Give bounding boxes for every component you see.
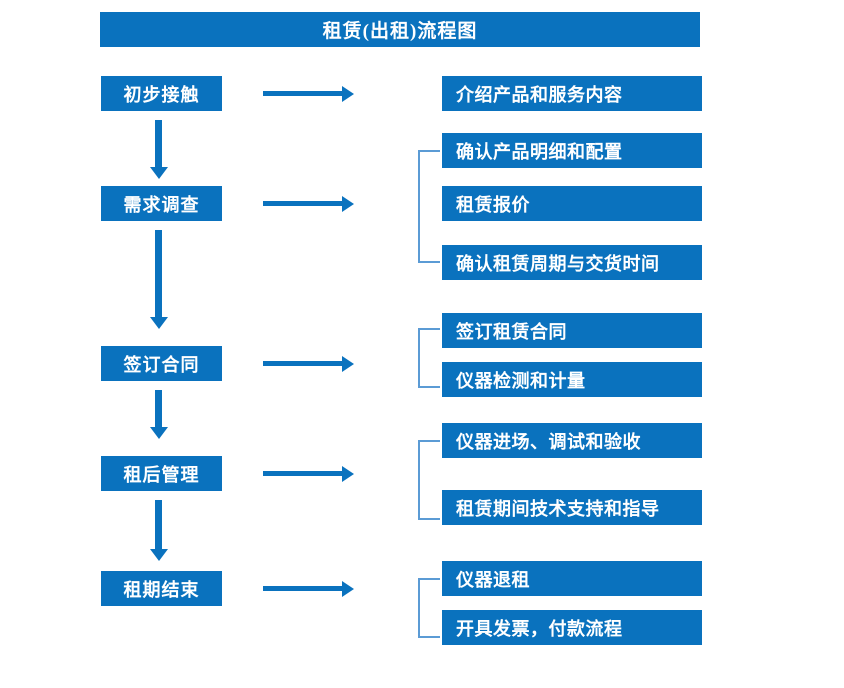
detail-node-requirement-survey-0[interactable]: 确认产品明细和配置 <box>442 133 702 168</box>
group-bracket-lease-end <box>418 578 440 638</box>
stage-node-requirement-survey[interactable]: 需求调查 <box>101 186 222 221</box>
group-bracket-post-rental-management <box>418 440 440 520</box>
stage-node-lease-end[interactable]: 租期结束 <box>101 571 222 606</box>
detail-node-sign-contract-0[interactable]: 签订租赁合同 <box>442 313 702 348</box>
detail-node-lease-end-1[interactable]: 开具发票，付款流程 <box>442 610 702 645</box>
arrow-down-sign-contract-to-post-rental-management <box>149 390 168 439</box>
detail-node-sign-contract-1[interactable]: 仪器检测和计量 <box>442 362 702 397</box>
detail-node-requirement-survey-1[interactable]: 租赁报价 <box>442 186 702 221</box>
arrow-down-post-rental-management-to-lease-end <box>149 500 168 561</box>
stage-node-sign-contract[interactable]: 签订合同 <box>101 346 222 381</box>
arrow-right-initial-contact <box>263 85 354 102</box>
group-bracket-sign-contract <box>418 328 440 388</box>
arrow-down-initial-contact-to-requirement-survey <box>149 120 168 179</box>
stage-node-post-rental-management[interactable]: 租后管理 <box>101 456 222 491</box>
group-bracket-requirement-survey <box>418 150 440 263</box>
detail-node-initial-contact-0[interactable]: 介绍产品和服务内容 <box>442 76 702 111</box>
arrow-right-lease-end <box>263 580 354 597</box>
stage-node-initial-contact[interactable]: 初步接触 <box>101 76 222 111</box>
arrow-down-requirement-survey-to-sign-contract <box>149 230 168 329</box>
arrow-right-sign-contract <box>263 355 354 372</box>
arrow-right-requirement-survey <box>263 195 354 212</box>
detail-node-lease-end-0[interactable]: 仪器退租 <box>442 561 702 596</box>
page-title: 租赁(出租)流程图 <box>100 12 700 47</box>
detail-node-post-rental-management-1[interactable]: 租赁期间技术支持和指导 <box>442 490 702 525</box>
detail-node-requirement-survey-2[interactable]: 确认租赁周期与交货时间 <box>442 245 702 280</box>
detail-node-post-rental-management-0[interactable]: 仪器进场、调试和验收 <box>442 423 702 458</box>
arrow-right-post-rental-management <box>263 465 354 482</box>
